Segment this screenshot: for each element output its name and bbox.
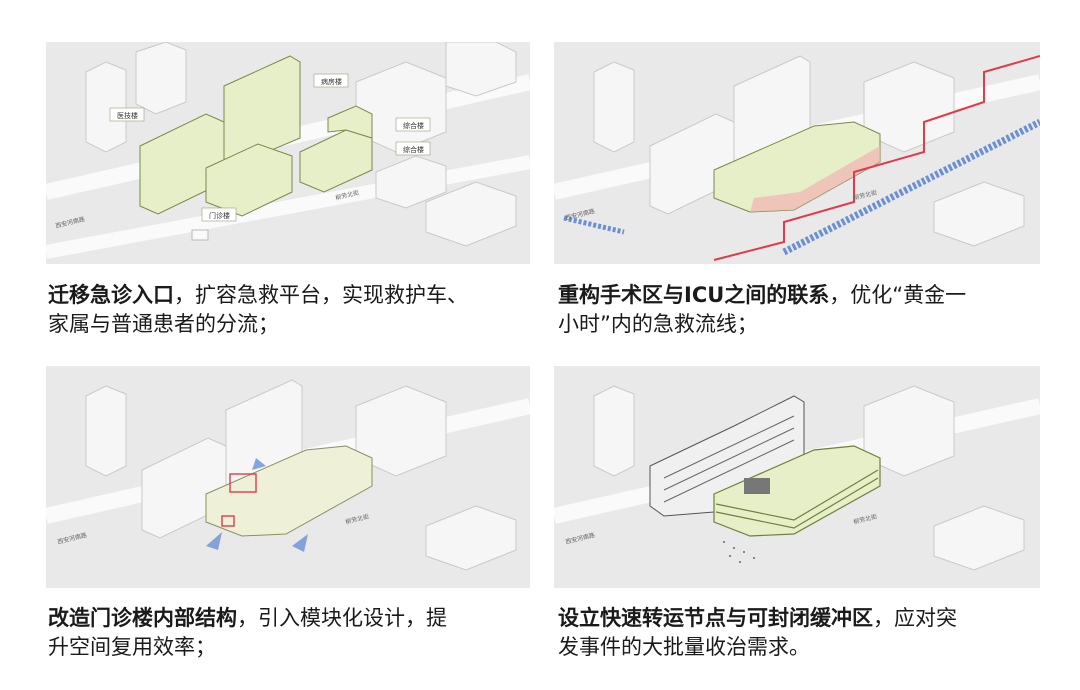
caption-4-rest: ，应对突 (873, 606, 957, 630)
caption-2-bold: 重构手术区与ICU之间的联系 (558, 283, 830, 307)
label-ward: 病房楼 (321, 77, 342, 86)
blue-flow-arrow (782, 118, 1040, 256)
caption-2-rest: ，优化“黄金一 (829, 283, 967, 307)
massing-diagram-4: 西安河南路 柳芳北街 (554, 366, 1040, 588)
label-medical-tech: 医技楼 (117, 111, 138, 120)
caption-4: 设立快速转运节点与可封闭缓冲区，应对突 发事件的大批量收治需求。 (558, 604, 1048, 662)
outpatient-building (205, 143, 293, 217)
caption-2: 重构手术区与ICU之间的联系，优化“黄金一 小时”内的急救流线； (558, 281, 1048, 339)
caption-2-line2: 小时”内的急救流线； (558, 312, 758, 336)
caption-3: 改造门诊楼内部结构，引入模块化设计，提 升空间复用效率； (48, 604, 538, 662)
massing-diagram-3: 西安河南路 柳芳北街 (46, 366, 530, 588)
massing-diagram-2: 西安河南路 柳芳北街 (554, 42, 1040, 264)
label-general-2: 综合楼 (403, 145, 424, 154)
general-building-2 (327, 105, 373, 139)
caption-4-bold: 设立快速转运节点与可封闭缓冲区 (558, 606, 873, 630)
caption-3-rest: ，引入模块化设计，提 (237, 606, 447, 630)
outpatient-building-renovated (205, 445, 373, 537)
diagram-panel-1: 医技楼 病房楼 综合楼 综合楼 门诊楼 西安河南路 柳芳北街 (46, 42, 530, 264)
diagram-panel-4: 西安河南路 柳芳北街 (554, 366, 1040, 588)
diagram-panel-3: 西安河南路 柳芳北街 (46, 366, 530, 588)
caption-4-line2: 发事件的大批量收治需求。 (558, 635, 810, 659)
label-box-general-1 (395, 117, 431, 132)
label-box-general-2 (395, 141, 431, 156)
diagram-panel-2: 西安河南路 柳芳北街 (554, 42, 1040, 264)
label-outpatient: 门诊楼 (209, 211, 230, 220)
caption-1-bold: 迁移急诊入口 (48, 283, 174, 307)
red-route-line (713, 55, 1040, 261)
label-box-outpatient (201, 207, 237, 222)
massing-diagram-1: 医技楼 病房楼 综合楼 综合楼 门诊楼 西安河南路 柳芳北街 (46, 42, 530, 264)
buffer-zone-building (713, 445, 881, 537)
caption-1: 迁移急诊入口，扩容急救平台，实现救护车、 家属与普通患者的分流； (48, 281, 538, 339)
caption-1-rest: ，扩容急救平台，实现救护车、 (174, 283, 468, 307)
label-general-1: 综合楼 (403, 121, 424, 130)
caption-3-bold: 改造门诊楼内部结构 (48, 606, 237, 630)
caption-3-line2: 升空间复用效率； (48, 635, 216, 659)
caption-1-line2: 家属与普通患者的分流； (48, 312, 279, 336)
label-box-ward (313, 73, 349, 88)
label-box-medical-tech (109, 107, 145, 122)
